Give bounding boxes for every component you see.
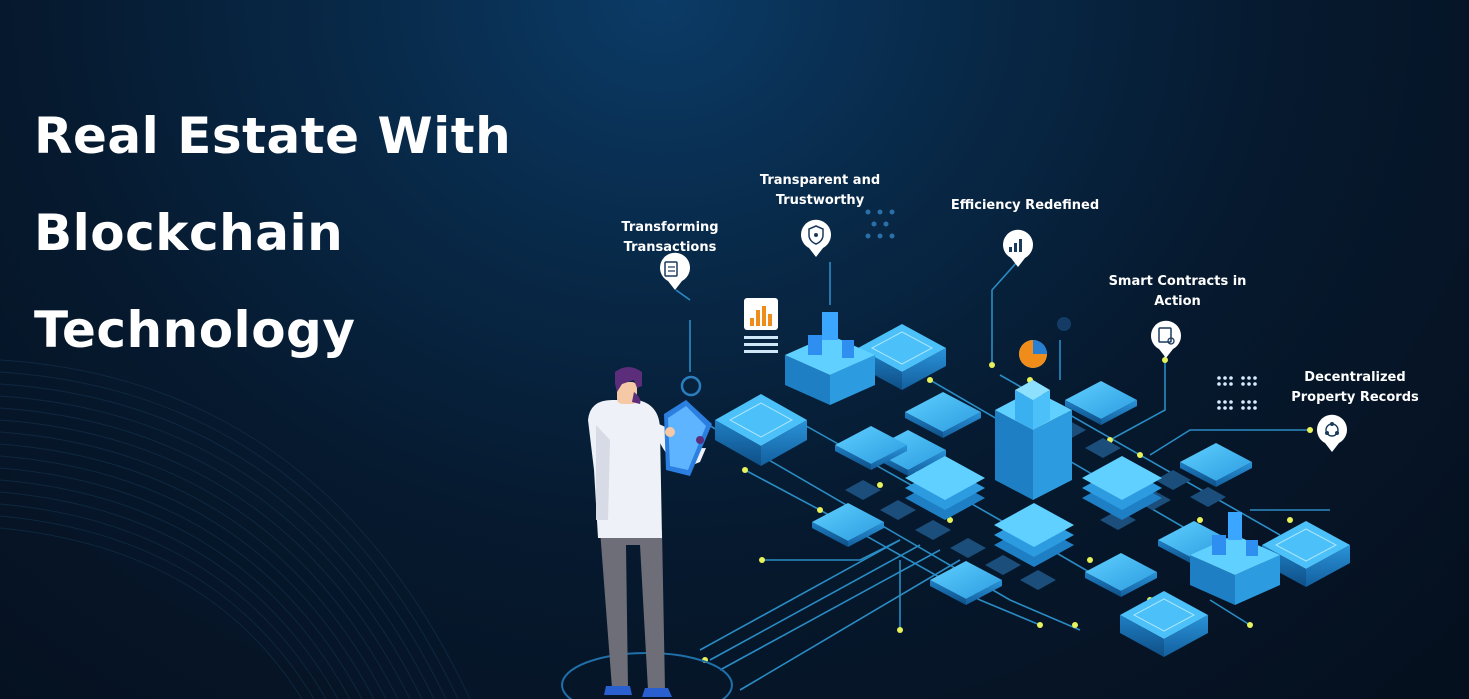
stacked-data-layers bbox=[905, 456, 1162, 567]
dot-grid-top bbox=[865, 209, 895, 239]
title-line-3: Technology bbox=[34, 301, 356, 359]
feature-label-transforming-transactions: Transforming Transactions bbox=[621, 220, 719, 255]
building-cluster-left bbox=[785, 312, 875, 405]
circuit-lines bbox=[675, 261, 1330, 691]
feature-label-smart-contracts: Smart Contracts in Action bbox=[1108, 274, 1247, 309]
hero-title: Real Estate With Blockchain Technology bbox=[34, 88, 554, 379]
pin-transparent-trustworthy bbox=[800, 219, 831, 257]
bar-chart-card-icon bbox=[744, 298, 778, 353]
dot-grid-right bbox=[1217, 376, 1257, 410]
title-line-1: Real Estate With bbox=[34, 107, 512, 165]
pin-smart-contracts bbox=[1150, 320, 1181, 358]
decorative-wave-lines bbox=[0, 359, 471, 699]
feature-label-transparent-trustworthy: Transparent and Trustworthy bbox=[759, 173, 881, 208]
server-chip-blocks bbox=[715, 324, 1350, 657]
pin-efficiency-redefined bbox=[1002, 229, 1033, 267]
pin-transforming-transactions bbox=[659, 252, 690, 290]
dark-tiles bbox=[845, 420, 1226, 590]
feature-label-efficiency-redefined: Efficiency Redefined bbox=[950, 198, 1100, 213]
title-line-2: Blockchain bbox=[34, 204, 344, 262]
person-with-tablet bbox=[588, 367, 712, 697]
pie-chart-icon bbox=[1019, 317, 1071, 368]
ring-node-icon bbox=[680, 375, 702, 397]
building-cluster-right bbox=[1190, 512, 1280, 605]
pin-decentralized-records bbox=[1316, 414, 1347, 452]
central-tower bbox=[995, 380, 1072, 500]
feature-label-decentralized-records: Decentralized Property Records bbox=[1291, 370, 1419, 405]
circuit-nodes bbox=[702, 357, 1313, 663]
